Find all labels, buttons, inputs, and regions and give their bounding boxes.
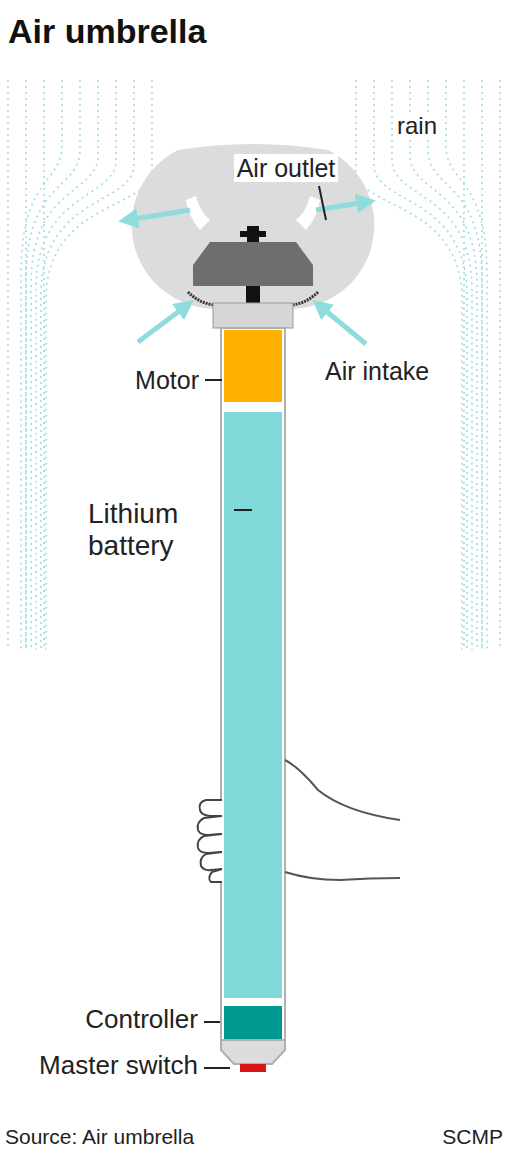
leader-line [205,379,222,381]
rain-label: rain [394,112,440,140]
outlet-gap [296,196,320,230]
arm-outline [285,760,400,820]
air-head-housing [132,144,375,309]
outlet-gap [186,196,210,230]
arm-outline [285,872,400,880]
end-cap [221,1040,285,1064]
finger [209,869,222,882]
finger [198,816,222,835]
part-label: Lithium battery [88,498,223,562]
handle-tube [221,328,285,1040]
fan-rotor [193,242,313,286]
leader-line [204,1021,220,1023]
part-label: Air intake [322,357,432,386]
leader-line [234,509,252,511]
finger [200,800,222,816]
rain-line [26,80,80,650]
rain-line [46,80,152,650]
intake-arrow [138,306,186,342]
motor-shaft [246,286,260,304]
finger [198,834,222,853]
part-label: Air outlet [234,154,339,183]
source-note: Source: Air umbrella [5,1125,194,1149]
leader-line [204,1067,230,1069]
part-label: Motor [135,366,199,395]
finger [201,852,222,870]
rain-line [499,80,501,650]
intake-arrow [320,306,366,344]
motor [224,330,282,402]
title: Air umbrella [8,12,206,51]
motor-cap [213,303,293,328]
rain-line [463,80,465,650]
rain-line [428,80,482,650]
rain-line [41,80,134,650]
fan-hub-cap [240,231,266,237]
credit: SCMP [442,1125,503,1149]
rain-line [36,80,116,650]
outlet-arrow [128,210,190,220]
leader-line [319,186,326,220]
part-label: Controller [85,1005,198,1035]
part-label: Master switch [39,1051,198,1081]
controller [224,1006,282,1040]
master-switch [240,1064,266,1072]
rain-line [7,80,9,650]
rain-line [43,80,45,650]
lithium-battery [224,412,282,998]
